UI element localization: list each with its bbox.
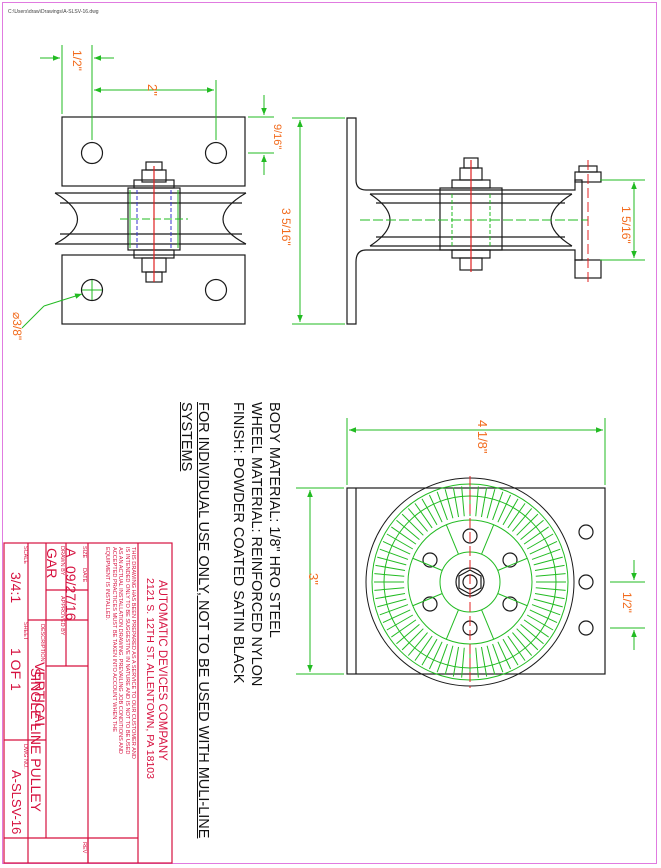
tb-dwg-no-value: A-SLSV-16 <box>9 770 24 835</box>
tb-company: AUTOMATIC DEVICES COMPANY <box>156 580 168 761</box>
tb-size-value: A <box>63 548 79 558</box>
dim-three-5-16: 3 5/16" <box>279 208 293 246</box>
tb-scale-label: SCALE <box>22 546 28 565</box>
tb-description-line2-visible: SINGLE LINE PULLEY <box>28 668 44 812</box>
note-use-line2: SYSTEMS <box>178 402 194 472</box>
tb-drawn-by-value: GAR <box>44 548 60 579</box>
title-block-lines <box>3 542 173 864</box>
bottom-dimensions <box>296 418 645 675</box>
side-view <box>346 117 602 325</box>
dim-half-side: 1/2" <box>620 592 634 613</box>
note-body-material: BODY MATERIAL: 1/8" HRO STEEL <box>266 402 282 638</box>
front-view <box>54 116 247 325</box>
dim-two: 2" <box>145 84 160 96</box>
tb-approved-by-label: APPROVED BY <box>59 596 65 636</box>
front-hole-4 <box>204 278 228 302</box>
note-finish: FINISH: POWDER COATED SATIN BLACK <box>230 402 246 684</box>
note-wheel-material: WHEEL MATERIAL: REINFORCED NYLON <box>248 402 264 687</box>
dim-half-top: 1/2" <box>70 50 84 71</box>
side-dimensions <box>292 117 645 325</box>
tb-description-label: DESCRIPTION <box>39 624 45 662</box>
tb-rev-label: REV <box>81 842 87 854</box>
side-bracket <box>346 117 583 325</box>
dim-nine-sixteenth: 9/16" <box>271 124 283 150</box>
tb-disclaimer: THIS DRAWING HAS BEEN PREPARED AS A SERV… <box>104 547 136 759</box>
dim-hole-dia: ⌀3/8" <box>10 312 24 341</box>
front-wheel-left-curve <box>54 192 79 245</box>
file-path-note: C:\Users\draw\Drawings\A-SLSV-16.dwg <box>8 9 99 15</box>
dim-one-5-16: 1 5/16" <box>619 206 633 244</box>
front-hole-2 <box>204 141 228 165</box>
tb-sheet-label: SHEET <box>22 622 28 641</box>
front-wheel-right-curve <box>222 192 247 245</box>
front-dimensions <box>21 45 274 329</box>
tb-address: 2121 S. 12TH ST. ALLENTOWN, PA 18103 <box>144 578 156 779</box>
tb-date-label: DATE <box>81 568 87 583</box>
tb-size-label: SIZE <box>81 546 87 559</box>
note-use-line1: FOR INDIVIDUAL USE ONLY, NOT TO BE USED … <box>195 402 211 839</box>
bottom-base-plate <box>346 487 606 675</box>
front-hole-3 <box>80 278 104 302</box>
dim-three: 3" <box>306 573 321 585</box>
front-hole-1 <box>80 141 104 165</box>
tb-scale-value: 3/4:1 <box>8 572 24 604</box>
tb-date-value: 09/27/16 <box>63 566 79 621</box>
tb-dwg-no-label: DWG NO. <box>22 744 28 769</box>
dim-four-1-8: 4 1/8" <box>475 420 490 454</box>
tb-sheet-value: 1 OF 1 <box>8 648 24 691</box>
